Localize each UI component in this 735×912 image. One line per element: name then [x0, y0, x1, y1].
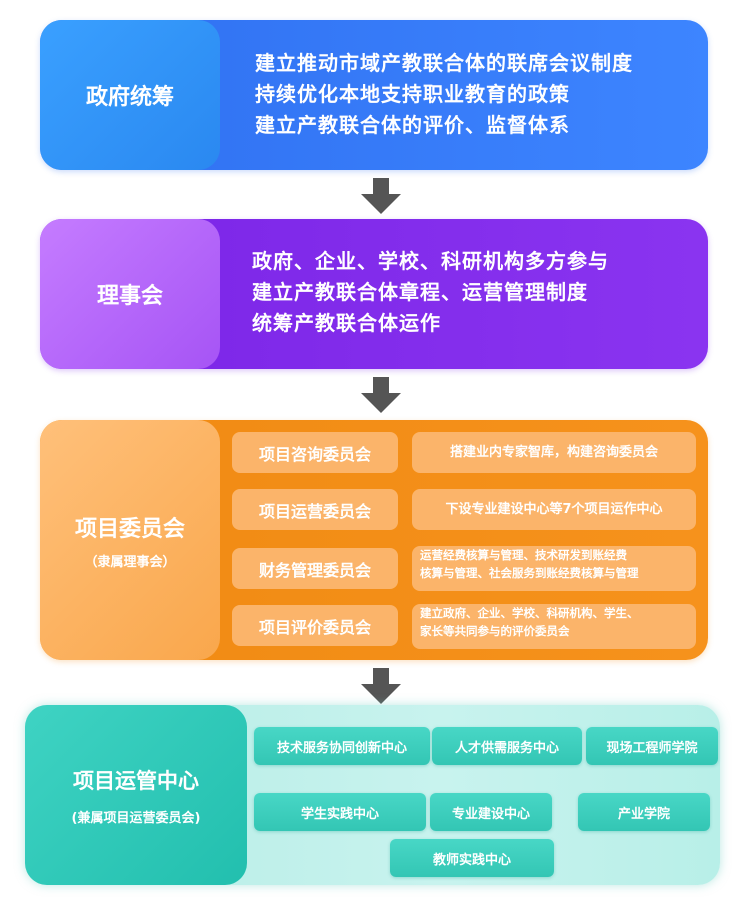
committee-desc-line: 运营经费核算与管理、技术研发到账经费 [420, 548, 627, 562]
council-line: 统筹产教联合体运作 [252, 311, 441, 335]
committee-name: 项目咨询委员会 [232, 432, 398, 473]
committee-name: 财务管理委员会 [232, 548, 398, 589]
center-subtitle: (兼属项目运营委员会) [71, 810, 201, 826]
committee-desc-line: 建立政府、企业、学校、科研机构、学生、 [420, 606, 639, 620]
committee-desc: 建立政府、企业、学校、科研机构、学生、 家长等共同参与的评价委员会 [412, 604, 696, 649]
center-item: 学生实践中心 [254, 793, 426, 831]
committee-desc: 下设专业建设中心等7个项目运作中心 [412, 489, 696, 530]
center-item: 专业建设中心 [430, 793, 552, 831]
committee-title: 项目委员会 [74, 516, 185, 542]
committee-panel: 项目委员会 （隶属理事会） 项目咨询委员会 搭建业内专家智库，构建咨询委员会 项… [40, 420, 708, 660]
government-line: 建立产教联合体的评价、监督体系 [255, 113, 570, 137]
center-item: 现场工程师学院 [586, 727, 718, 765]
committee-desc-line: 核算与管理、社会服务到账经费核算与管理 [420, 566, 639, 580]
committee-name: 项目运营委员会 [232, 489, 398, 530]
down-arrow-icon [361, 668, 401, 704]
council-panel: 理事会 政府、企业、学校、科研机构多方参与 建立产教联合体章程、运营管理制度 统… [40, 219, 708, 369]
council-lines: 政府、企业、学校、科研机构多方参与 建立产教联合体章程、运营管理制度 统筹产教联… [252, 246, 609, 339]
government-line: 建立推动市域产教联合体的联席会议制度 [255, 51, 633, 75]
committee-name: 项目评价委员会 [232, 605, 398, 646]
committee-desc: 运营经费核算与管理、技术研发到账经费 核算与管理、社会服务到账经费核算与管理 [412, 546, 696, 591]
center-item: 技术服务协同创新中心 [254, 727, 430, 765]
council-line: 建立产教联合体章程、运营管理制度 [252, 280, 588, 304]
government-title: 政府统筹 [40, 20, 220, 170]
committee-tag: 项目委员会 （隶属理事会） [40, 420, 220, 660]
center-tag: 项目运管中心 (兼属项目运营委员会) [25, 705, 247, 885]
center-title: 项目运管中心 [73, 768, 199, 793]
government-lines: 建立推动市域产教联合体的联席会议制度 持续优化本地支持职业教育的政策 建立产教联… [255, 48, 633, 141]
committee-desc: 搭建业内专家智库，构建咨询委员会 [412, 432, 696, 473]
council-line: 政府、企业、学校、科研机构多方参与 [252, 249, 609, 273]
down-arrow-icon [361, 178, 401, 214]
government-panel: 政府统筹 建立推动市域产教联合体的联席会议制度 持续优化本地支持职业教育的政策 … [40, 20, 708, 170]
government-line: 持续优化本地支持职业教育的政策 [255, 82, 570, 106]
down-arrow-icon [361, 377, 401, 413]
center-item: 人才供需服务中心 [432, 727, 582, 765]
council-title: 理事会 [40, 219, 220, 369]
committee-subtitle: （隶属理事会） [84, 554, 176, 570]
committee-desc-line: 家长等共同参与的评价委员会 [420, 624, 570, 638]
center-item: 教师实践中心 [390, 839, 554, 877]
center-item: 产业学院 [578, 793, 710, 831]
